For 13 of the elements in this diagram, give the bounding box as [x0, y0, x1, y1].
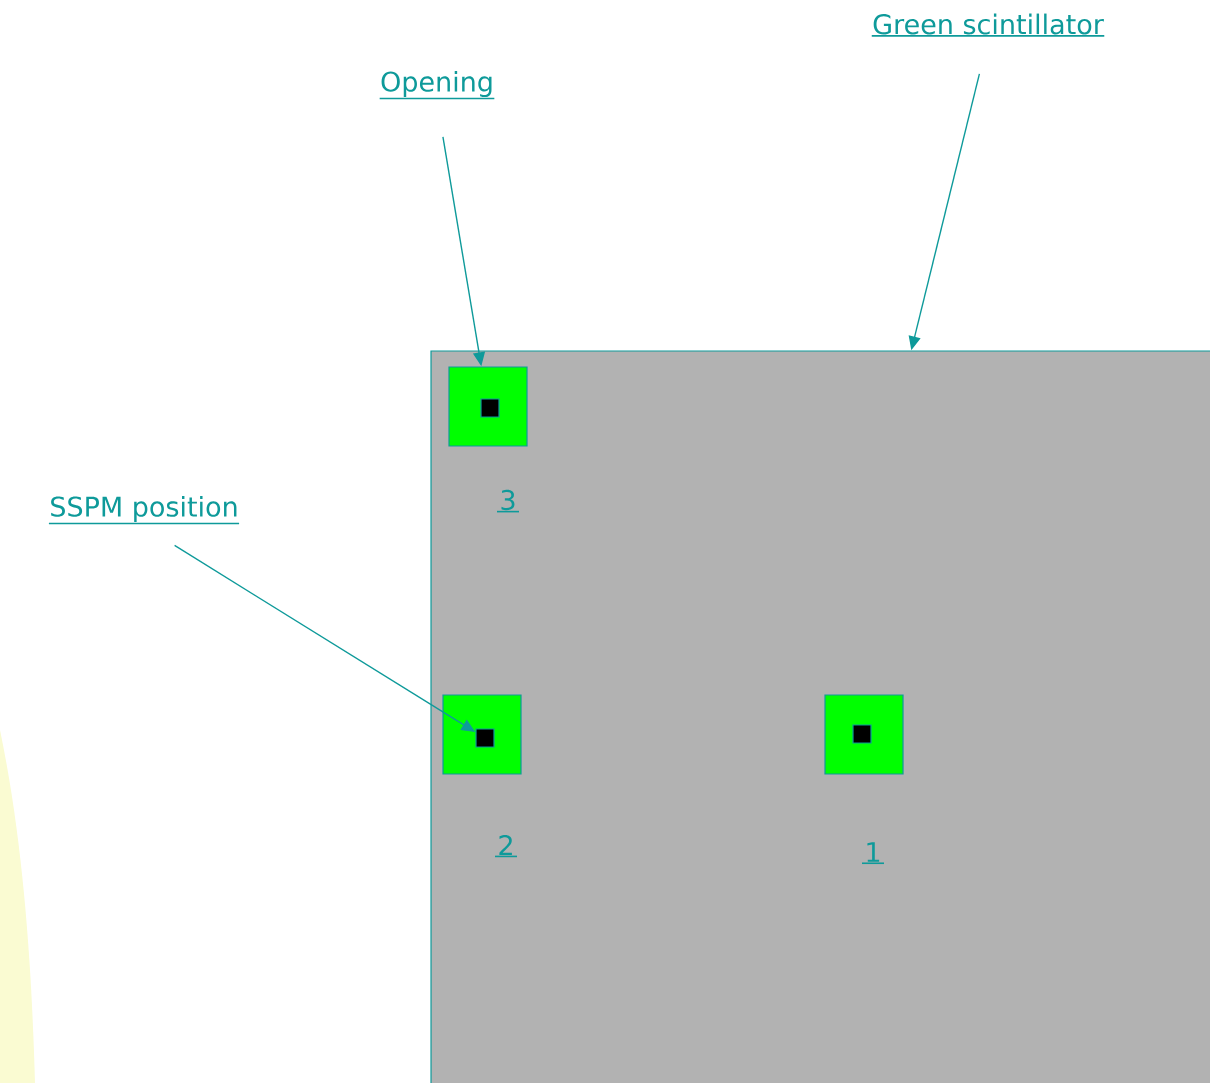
callout-text: Green scintillator — [870, 13, 1106, 37]
scintillator-tile — [448, 366, 528, 447]
callout-text: SSPM position — [48, 495, 240, 525]
panel-box — [430, 350, 1210, 1083]
sspm-square — [475, 728, 495, 748]
tile-number: 1 — [861, 842, 885, 865]
scintillator-tile — [442, 694, 522, 775]
tile-number: 2 — [494, 835, 518, 858]
sspm-square — [480, 398, 500, 418]
tile-number: 3 — [496, 489, 520, 513]
sspm-square — [852, 724, 872, 744]
callout-text: Opening — [378, 70, 496, 100]
scintillator-tile — [824, 694, 904, 775]
